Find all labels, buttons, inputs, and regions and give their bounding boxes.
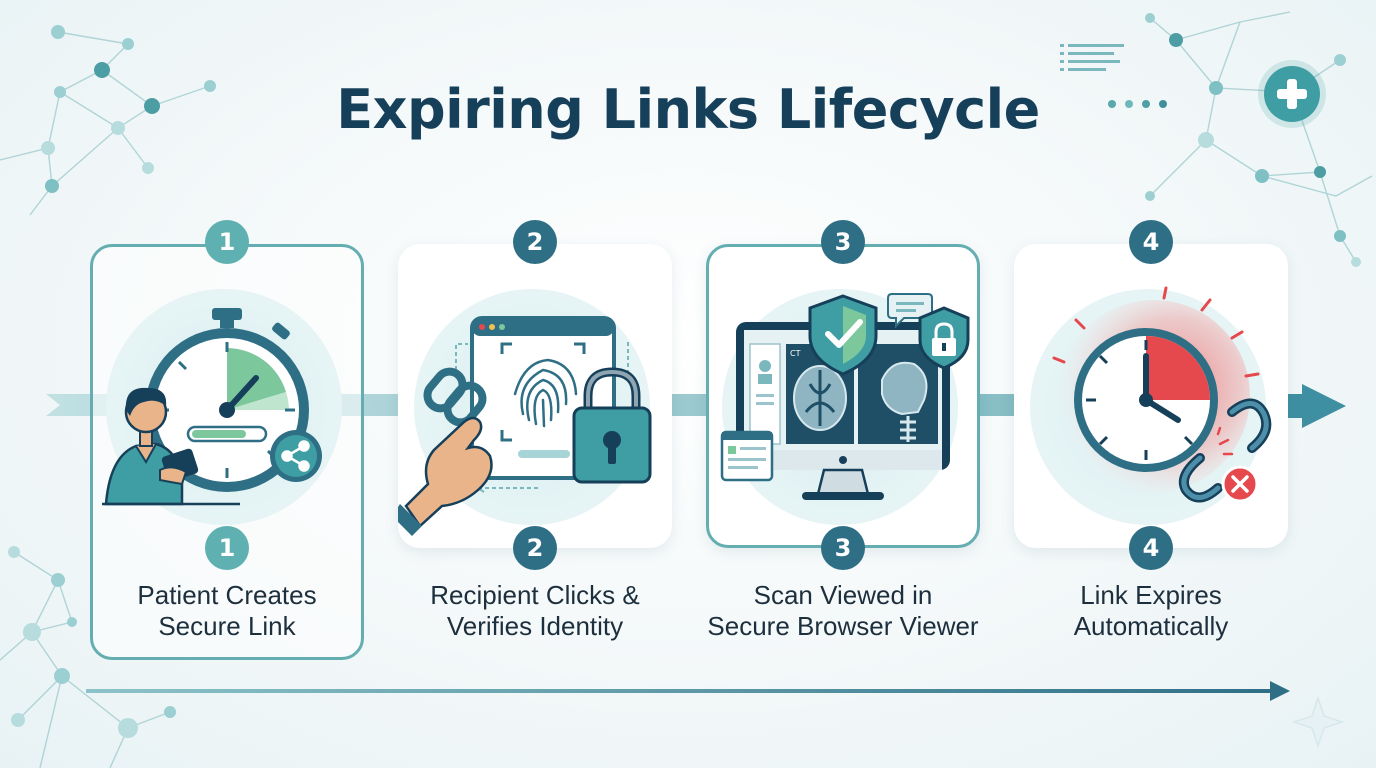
step-card-3: CT CT bbox=[706, 244, 980, 548]
step-3-label: Scan Viewed in Secure Browser Viewer bbox=[693, 580, 993, 642]
dots-decoration bbox=[1108, 100, 1167, 108]
step-1-number-badge-lower: 1 bbox=[205, 526, 249, 570]
step-3-number-badge-lower: 3 bbox=[821, 526, 865, 570]
step-2-number-badge: 2 bbox=[513, 220, 557, 264]
step-2-number-badge-lower: 2 bbox=[513, 526, 557, 570]
step-4-label-line2: Automatically bbox=[1073, 611, 1229, 641]
step-3-label-line2: Secure Browser Viewer bbox=[707, 611, 979, 641]
step-2-label-line1: Recipient Clicks & bbox=[430, 580, 640, 610]
timeline-arrow bbox=[86, 681, 1290, 701]
step-4-label-line1: Link Expires bbox=[1080, 580, 1222, 610]
step-1-label-line1: Patient Creates bbox=[137, 580, 317, 610]
step-4-number-badge: 4 bbox=[1129, 220, 1173, 264]
step-1-label-line2: Secure Link bbox=[158, 611, 296, 641]
step-2-label: Recipient Clicks & Verifies Identity bbox=[385, 580, 685, 642]
stopwatch-share-icon bbox=[102, 308, 322, 506]
scan-label-left: CT bbox=[790, 349, 801, 358]
medical-plus-icon bbox=[1264, 66, 1320, 122]
page-title: Expiring Links Lifecycle bbox=[336, 78, 1040, 141]
step-3-label-line1: Scan Viewed in bbox=[753, 580, 933, 610]
flow-arrow-head bbox=[1288, 384, 1346, 428]
step-1-number-badge: 1 bbox=[205, 220, 249, 264]
step-4-label: Link Expires Automatically bbox=[1001, 580, 1301, 642]
fingerprint-lock-icon bbox=[398, 316, 652, 536]
step-4-number-badge-lower: 4 bbox=[1129, 526, 1173, 570]
monitor-scan-icon: CT CT bbox=[720, 293, 970, 500]
step-card-2 bbox=[398, 244, 672, 548]
step-1-label: Patient Creates Secure Link bbox=[77, 580, 377, 642]
step-card-1 bbox=[90, 244, 364, 548]
step-card-4 bbox=[1014, 244, 1288, 548]
list-lines-icon bbox=[1060, 44, 1124, 71]
step-2-label-line2: Verifies Identity bbox=[446, 611, 624, 641]
clock-broken-link-icon bbox=[1052, 286, 1272, 503]
step-3-number-badge: 3 bbox=[821, 220, 865, 264]
